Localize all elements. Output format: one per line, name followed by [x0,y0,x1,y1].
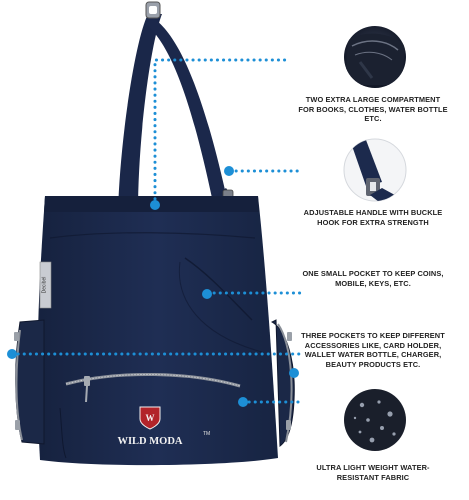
compartment-detail-icon [344,26,406,88]
callout-anchor-dots [7,166,299,407]
bag-body [37,196,278,466]
callout-three-pockets: THREE POCKETS TO KEEP DIFFERENT ACCESSOR… [301,331,445,369]
left-handle [118,14,162,212]
right-handle [146,16,225,198]
handle-buckle-detail-icon [343,138,407,202]
side-label-tag: Decibel [39,261,52,309]
callout-fabric: ULTRA LIGHT WEIGHT WATER-RESISTANT FABRI… [316,463,430,482]
callout-small-pocket: ONE SMALL POCKET TO KEEP COINS, MOBILE, … [302,269,444,288]
tote-bag: Decibel W WILD MODA TM [14,1,295,466]
callout-connectors [10,58,302,404]
handle-ring [145,1,161,19]
callout-compartment: TWO EXTRA LARGE COMPARTMENT FOR BOOKS, C… [298,95,448,124]
svg-text:W: W [146,413,155,423]
water-drops-fabric-icon [344,389,406,451]
callout-handle: ADJUSTABLE HANDLE WITH BUCKLE HOOK FOR E… [303,208,443,227]
svg-text:Decibel: Decibel [42,277,48,294]
connector-line-1 [153,58,287,207]
brand-logo: W WILD MODA TM [117,406,210,447]
trademark-text: TM [203,431,210,437]
brand-name-text: WILD MODA [117,436,182,447]
